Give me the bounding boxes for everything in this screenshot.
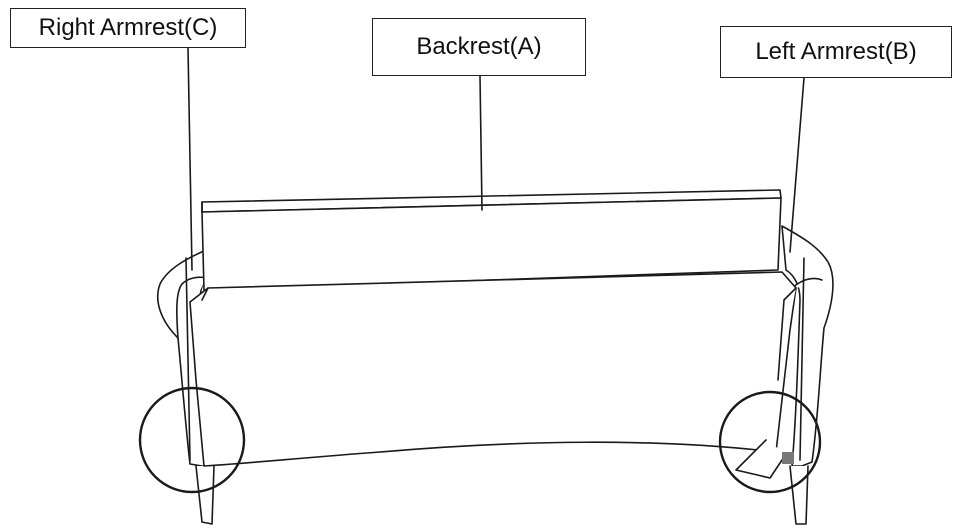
front-seat-panel (189, 271, 797, 479)
detail-circle-left (138, 386, 246, 494)
backrest-part (201, 189, 782, 291)
left-armrest-label: Left Armrest(B) (720, 26, 952, 78)
right-armrest-label: Right Armrest(C) (10, 8, 246, 48)
detail-circle-right (718, 390, 822, 494)
leader-lines (187, 47, 805, 271)
backrest-label: Backrest(A) (372, 18, 586, 76)
left-armrest-part (781, 225, 834, 525)
hardware-marker (782, 452, 794, 464)
